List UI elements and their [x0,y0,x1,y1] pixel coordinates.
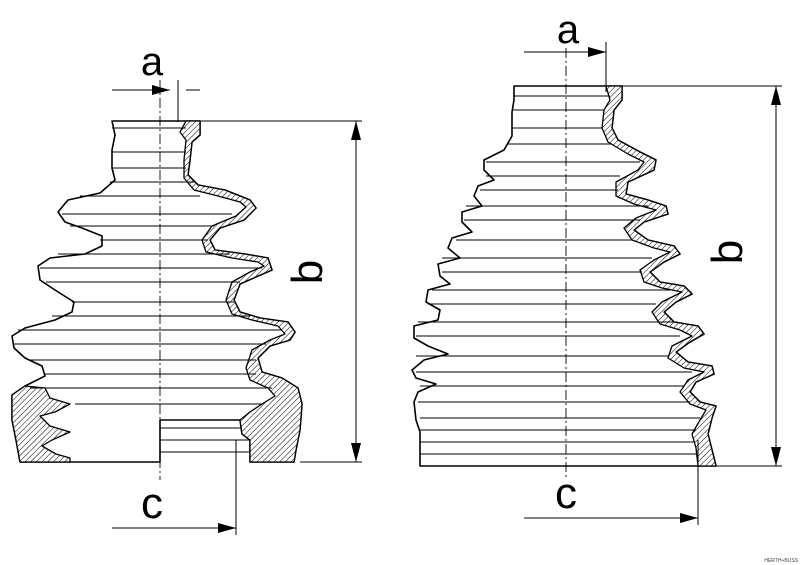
boot-right-section [601,85,717,467]
boot-right-ribs [416,95,700,455]
boot-right-outline [411,85,717,467]
dim-label-a-right: a [557,8,580,52]
boot-left-section [179,120,303,463]
dim-a-right [524,42,607,92]
boot-right: a b c [411,8,782,525]
dim-label-b-left: b [283,260,332,284]
dim-a-left [112,80,200,122]
dim-c-left [112,440,237,535]
dim-c-right [524,440,699,525]
boot-left: a b c [11,40,362,535]
dim-b-right [622,85,782,467]
dim-label-a-left: a [141,40,164,84]
dim-label-c-right: c [555,469,577,518]
dim-label-c-left: c [141,479,163,528]
boot-left-ribs [14,127,282,453]
dim-label-b-right: b [703,240,752,264]
reference-code: HERTH+BUSS [764,558,798,564]
dim-b-left [200,120,362,463]
boot-left-clamp-section [11,385,71,463]
